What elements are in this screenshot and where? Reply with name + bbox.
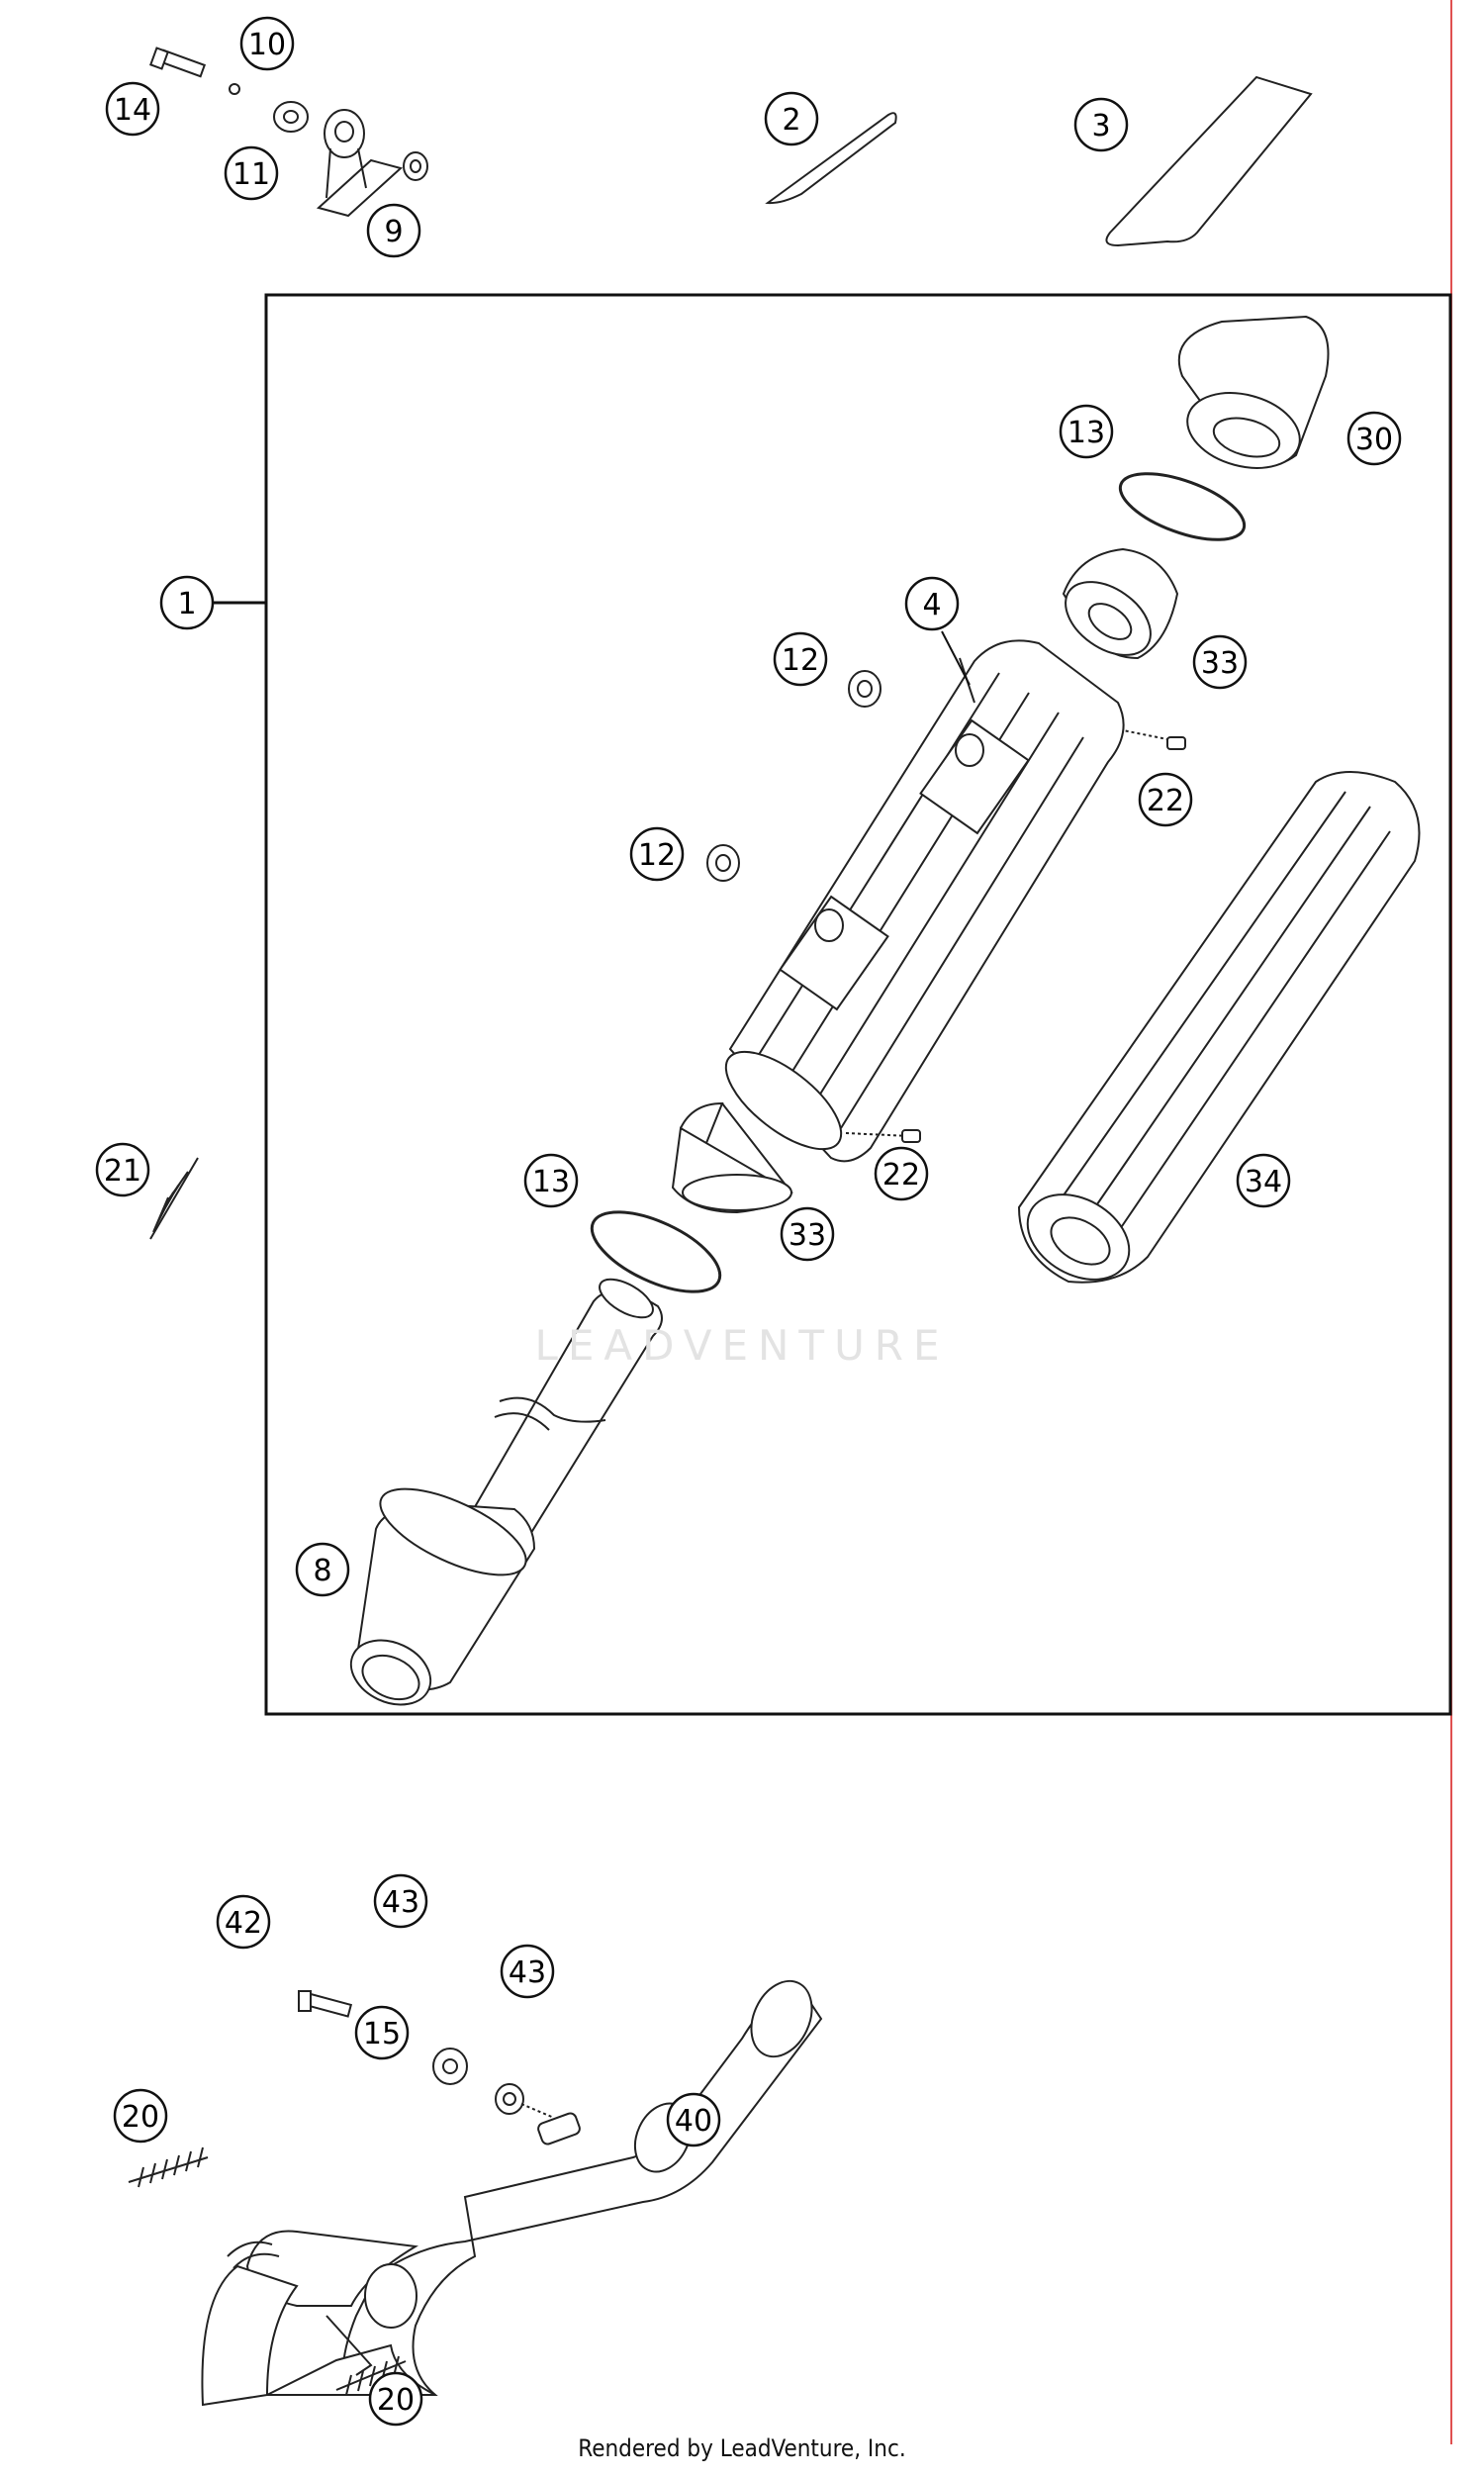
svg-text:4: 4 xyxy=(922,588,941,622)
svg-text:43: 43 xyxy=(509,1955,546,1990)
bolt-part-42 xyxy=(298,1990,353,2018)
svg-text:2: 2 xyxy=(782,103,800,138)
callout-8: 8 xyxy=(295,1542,350,1597)
svg-text:1: 1 xyxy=(177,587,196,621)
pad-part-3 xyxy=(1105,75,1313,247)
spring-part-20-lower xyxy=(335,2355,407,2396)
spring-part-20-upper xyxy=(128,2146,209,2188)
callout-33-upper: 33 xyxy=(1192,634,1248,690)
callout-33-lower: 33 xyxy=(780,1206,835,1262)
callout-42: 42 xyxy=(216,1894,271,1950)
callout-22-lower: 22 xyxy=(874,1146,929,1201)
svg-text:33: 33 xyxy=(788,1218,826,1253)
callout-22-upper: 22 xyxy=(1138,772,1193,827)
svg-text:14: 14 xyxy=(114,93,151,128)
callout-14: 14 xyxy=(105,81,160,137)
svg-text:11: 11 xyxy=(232,157,270,192)
svg-text:43: 43 xyxy=(382,1885,419,1920)
spring-part-21 xyxy=(149,1157,199,1240)
cone-part-33-upper xyxy=(1062,547,1179,660)
bracket-part-9 xyxy=(316,109,404,218)
svg-text:20: 20 xyxy=(377,2383,415,2418)
svg-text:22: 22 xyxy=(882,1158,920,1192)
callout-10: 10 xyxy=(239,16,295,71)
muffler-assembly-frame xyxy=(264,293,1452,1716)
svg-text:8: 8 xyxy=(313,1554,331,1588)
svg-text:3: 3 xyxy=(1091,109,1110,143)
leader-line-4 xyxy=(941,630,971,686)
cone-part-33-lower xyxy=(671,1101,793,1214)
end-cap-part-30 xyxy=(1177,315,1330,469)
callout-3: 3 xyxy=(1073,97,1129,152)
bushing-part-15 xyxy=(432,2048,468,2085)
callout-20-lower: 20 xyxy=(368,2371,423,2427)
header-pipe-part-40 xyxy=(201,1979,823,2407)
svg-text:40: 40 xyxy=(675,2104,712,2139)
grommet-part-12-lower xyxy=(706,844,740,882)
svg-text:20: 20 xyxy=(122,2100,159,2135)
callout-12-lower: 12 xyxy=(629,826,685,882)
washer-part-10 xyxy=(229,83,240,95)
svg-text:42: 42 xyxy=(225,1906,262,1941)
svg-text:22: 22 xyxy=(1147,784,1184,818)
watermark: LEADVENTURE xyxy=(534,1321,950,1370)
callout-4: 4 xyxy=(904,576,960,631)
svg-text:12: 12 xyxy=(638,838,676,873)
svg-text:13: 13 xyxy=(1067,416,1105,450)
callout-34: 34 xyxy=(1236,1153,1291,1208)
nut-part-9 xyxy=(403,151,428,181)
bolt-part-14 xyxy=(149,47,207,78)
mid-pipe-part-8 xyxy=(349,1278,663,1706)
callout-40: 40 xyxy=(666,2092,721,2147)
bushing-part-11 xyxy=(273,101,309,133)
callout-30: 30 xyxy=(1346,411,1402,466)
callout-2: 2 xyxy=(764,91,819,146)
svg-text:10: 10 xyxy=(248,28,286,62)
callout-13-upper: 13 xyxy=(1059,404,1114,459)
callout-43-lower: 43 xyxy=(500,1944,555,1999)
callout-11: 11 xyxy=(224,145,279,201)
callout-13-lower: 13 xyxy=(523,1153,579,1208)
o-ring-part-13-lower xyxy=(590,1210,722,1293)
callout-20-upper: 20 xyxy=(113,2088,168,2144)
svg-text:13: 13 xyxy=(532,1165,570,1199)
svg-text:30: 30 xyxy=(1355,423,1393,457)
washer-part-43-lower xyxy=(495,2083,524,2115)
callout-12-upper: 12 xyxy=(773,631,828,687)
callout-15: 15 xyxy=(354,2005,410,2060)
footer-credit: Rendered by LeadVenture, Inc. xyxy=(578,2434,906,2462)
callout-43-upper: 43 xyxy=(373,1873,428,1929)
o-ring-part-13-upper xyxy=(1118,472,1247,541)
callout-21: 21 xyxy=(95,1142,150,1197)
callout-1: 1 xyxy=(159,575,215,630)
svg-text:21: 21 xyxy=(104,1154,141,1189)
svg-text:12: 12 xyxy=(782,643,819,678)
sleeve-part-34 xyxy=(1017,771,1421,1284)
svg-text:33: 33 xyxy=(1201,646,1239,681)
svg-text:9: 9 xyxy=(384,215,403,249)
svg-text:34: 34 xyxy=(1245,1165,1282,1199)
svg-text:15: 15 xyxy=(363,2017,401,2051)
muffler-body-part-4 xyxy=(724,630,1125,1163)
screw-part-22-lower xyxy=(845,1129,921,1143)
callout-9: 9 xyxy=(366,203,421,258)
pad-part-2 xyxy=(765,112,897,205)
grommet-part-12-upper xyxy=(848,670,881,708)
